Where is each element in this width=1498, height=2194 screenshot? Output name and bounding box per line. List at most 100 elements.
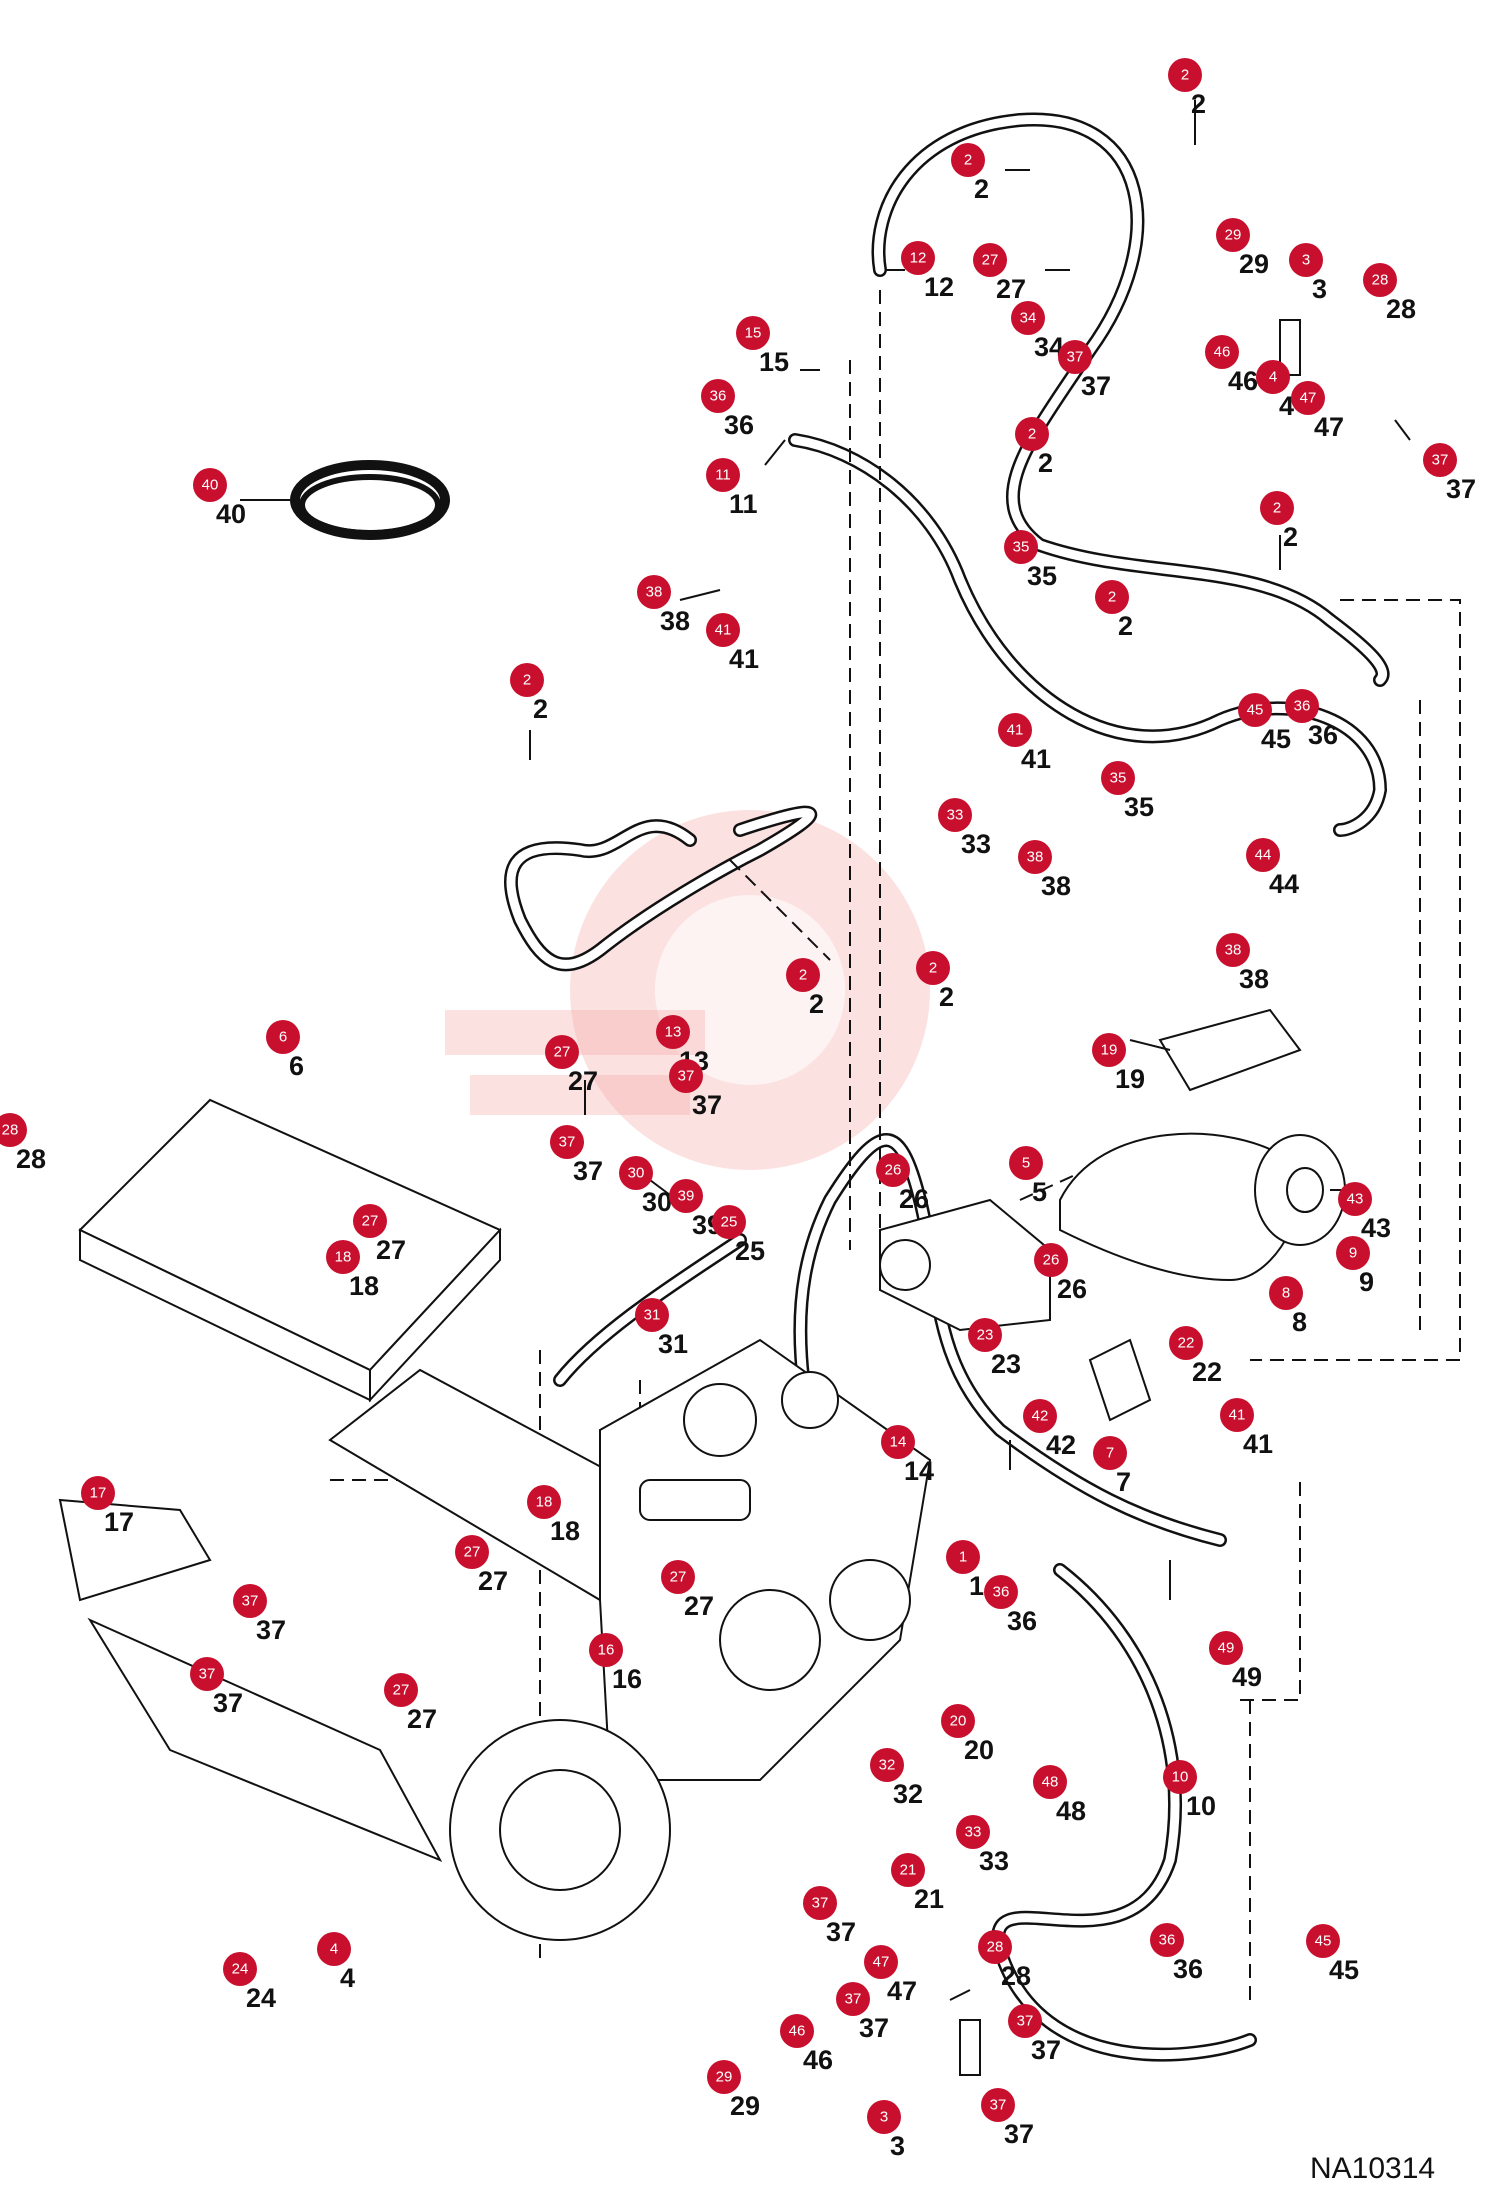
callout-label: 44 xyxy=(1269,869,1299,899)
callout-label: 25 xyxy=(735,1236,765,1266)
callout-badge xyxy=(701,379,735,413)
callout-badge-number: 32 xyxy=(879,1757,896,1774)
callout-badge xyxy=(941,1704,975,1738)
callout-badge-number: 28 xyxy=(1372,272,1389,289)
callout-badge-number: 2 xyxy=(1108,589,1116,606)
callout-label: 46 xyxy=(1228,366,1258,396)
callout-badge xyxy=(545,1035,579,1069)
callout-badge-number: 38 xyxy=(1225,942,1242,959)
callout-badge-number: 1 xyxy=(959,1549,967,1566)
callout-badge-number: 48 xyxy=(1042,1774,1059,1791)
callout-badge-number: 18 xyxy=(536,1494,553,1511)
callout-badge xyxy=(1163,1760,1197,1794)
callout-badge xyxy=(190,1657,224,1691)
callout-badge-number: 26 xyxy=(885,1162,902,1179)
callout-item: 55 xyxy=(1009,1146,1047,1207)
callout-badge-number: 34 xyxy=(1020,310,1037,327)
callout-badge xyxy=(1023,1399,1057,1433)
callout-label: 2 xyxy=(1118,611,1133,641)
callout-badge xyxy=(81,1476,115,1510)
callout-badge-number: 2 xyxy=(964,152,972,169)
callout-label: 36 xyxy=(1007,1606,1037,1636)
callout-label: 20 xyxy=(964,1735,994,1765)
callout-badge-number: 37 xyxy=(1017,2013,1034,2030)
callout-item: 11 xyxy=(946,1540,984,1601)
callout-badge-number: 27 xyxy=(393,1682,410,1699)
callout-label: 27 xyxy=(407,1704,437,1734)
callout-badge xyxy=(901,241,935,275)
callout-badge-number: 14 xyxy=(890,1434,907,1451)
callout-badge xyxy=(1101,761,1135,795)
callout-badge xyxy=(736,316,770,350)
callout-badge xyxy=(891,1853,925,1887)
callout-badge xyxy=(1095,580,1129,614)
callout-item: 33 xyxy=(1289,243,1327,304)
callout-badge xyxy=(1238,693,1272,727)
callout-badge-number: 40 xyxy=(202,477,219,494)
callout-badge-number: 23 xyxy=(977,1327,994,1344)
callout-badge-number: 6 xyxy=(279,1029,287,1046)
callout-label: 21 xyxy=(914,1884,944,1914)
callout-label: 16 xyxy=(612,1664,642,1694)
callout-badge-number: 25 xyxy=(721,1214,738,1231)
callout-label: 35 xyxy=(1027,561,1057,591)
callout-label: 48 xyxy=(1056,1796,1086,1826)
callout-badge xyxy=(1092,1033,1126,1067)
callout-badge xyxy=(1306,1924,1340,1958)
callout-badge xyxy=(1260,491,1294,525)
callout-badge-number: 29 xyxy=(716,2069,733,2086)
callout-label: 2 xyxy=(939,982,954,1012)
callout-badge xyxy=(836,1982,870,2016)
callout-badge-number: 35 xyxy=(1110,770,1127,787)
callout-badge-number: 2 xyxy=(523,672,531,689)
callout-item: 44 xyxy=(317,1932,355,1993)
belt-and-pulley xyxy=(1059,1132,1346,1282)
callout-badge xyxy=(1150,1923,1184,1957)
callout-badge xyxy=(1269,1276,1303,1310)
callout-badge xyxy=(384,1673,418,1707)
callout-label: 37 xyxy=(826,1917,856,1947)
callout-badge xyxy=(876,1153,910,1187)
callout-badge-number: 38 xyxy=(646,584,663,601)
callout-badge xyxy=(1291,381,1325,415)
callout-badge xyxy=(223,1952,257,1986)
callout-label: 37 xyxy=(1004,2119,1034,2149)
callout-label: 18 xyxy=(550,1516,580,1546)
callout-label: 27 xyxy=(996,274,1026,304)
callout-badge xyxy=(1363,263,1397,297)
callout-item: 22 xyxy=(916,951,954,1012)
callout-label: 45 xyxy=(1329,1955,1359,1985)
callout-item: 22 xyxy=(786,958,824,1019)
callout-badge xyxy=(1034,1243,1068,1277)
callout-badge-number: 3 xyxy=(880,2109,888,2126)
callout-label: 19 xyxy=(1115,1064,1145,1094)
callout-badge xyxy=(1336,1236,1370,1270)
callout-label: 2 xyxy=(1191,89,1206,119)
callout-badge-number: 27 xyxy=(554,1044,571,1061)
callout-badge-number: 37 xyxy=(199,1666,216,1683)
callout-badge xyxy=(1220,1398,1254,1432)
callout-label: 2 xyxy=(1283,522,1298,552)
callout-badge-number: 9 xyxy=(1349,1245,1357,1262)
callout-label: 26 xyxy=(899,1184,929,1214)
callout-label: 28 xyxy=(1386,294,1416,324)
callout-badge-number: 3 xyxy=(1302,252,1310,269)
callout-badge xyxy=(1246,838,1280,872)
callout-badge-number: 24 xyxy=(232,1961,249,1978)
callout-item: 77 xyxy=(1093,1436,1131,1497)
